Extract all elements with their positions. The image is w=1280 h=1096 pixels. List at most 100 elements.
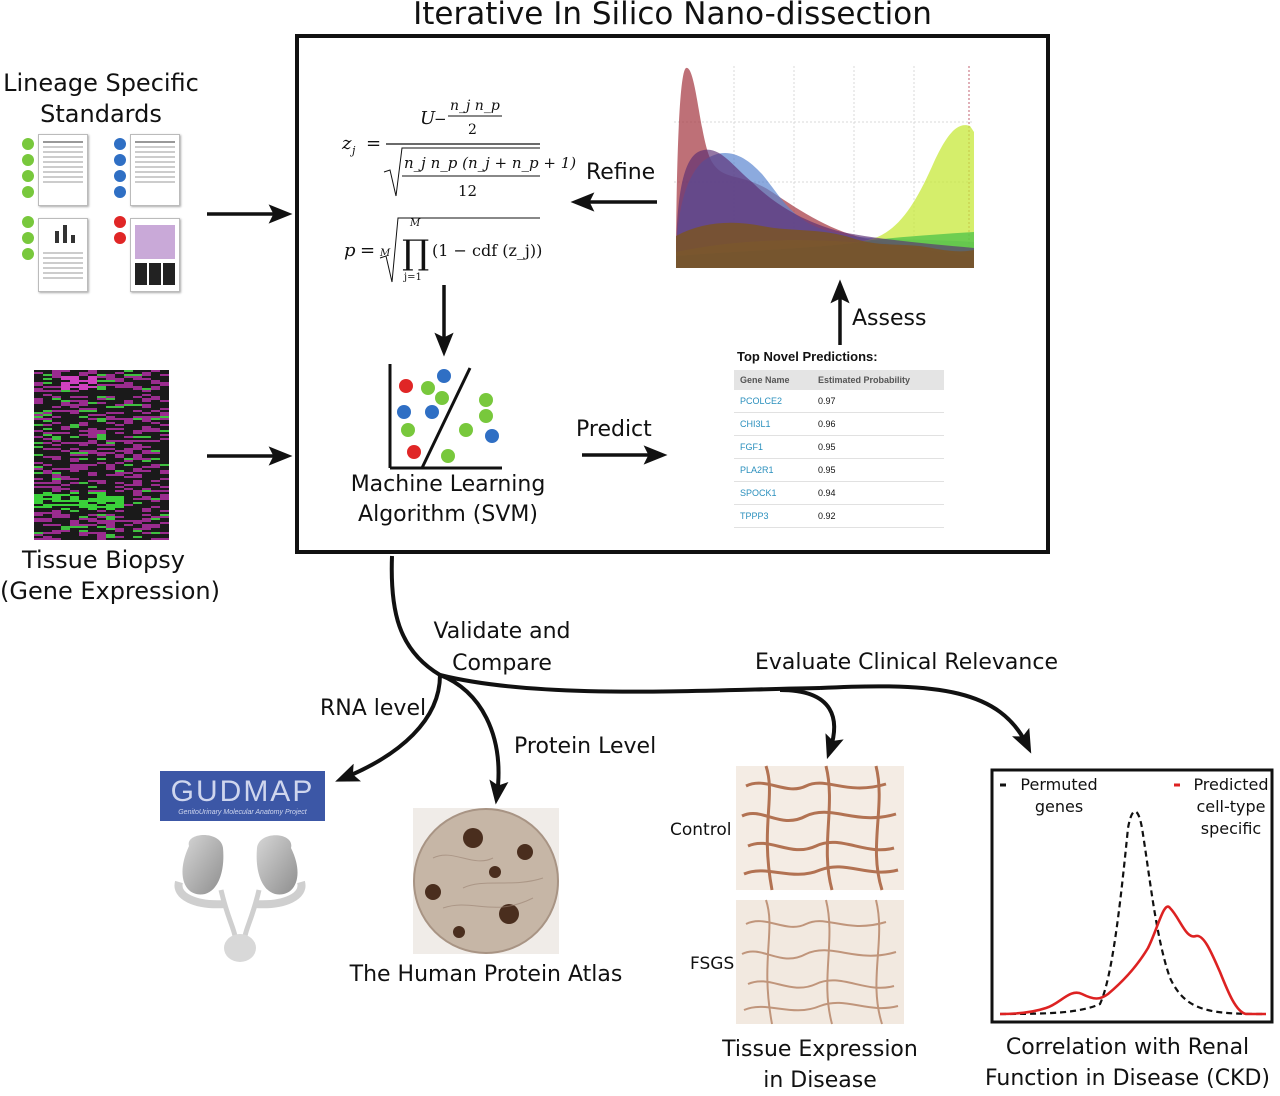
svm-point [479, 409, 493, 423]
p-prod-bottom: j=1 [403, 272, 422, 283]
gene-link[interactable]: CHI3L1 [734, 412, 813, 436]
svm-point [401, 423, 415, 437]
paper-thumbnail [38, 134, 88, 206]
p-product-symbol: ∏ [402, 233, 429, 273]
svm-point [425, 405, 439, 419]
z-lhs: z [341, 133, 352, 154]
eq-equals: = [366, 133, 381, 154]
green-dot [22, 138, 34, 150]
standards-papers [22, 132, 192, 292]
svm-point [397, 405, 411, 419]
ckd-branch [819, 684, 1032, 754]
blue-dot [114, 170, 126, 182]
red-dot [114, 216, 126, 228]
legend-predicted: Predicted cell-type specific [1193, 775, 1269, 838]
green-dot [22, 154, 34, 166]
trunk-curve [389, 555, 442, 677]
paper-thumbnail [130, 218, 180, 292]
biopsy-heatmap [34, 370, 169, 540]
svm-point [479, 393, 493, 407]
z-num-frac-bottom: 2 [468, 122, 477, 138]
clinical-trunk [439, 673, 821, 694]
probability-cell: 0.94 [812, 481, 944, 505]
tissue-branch [779, 688, 844, 760]
density-plot [674, 66, 974, 268]
protein-branch [439, 673, 509, 805]
paper-thumbnail [130, 134, 180, 206]
fsgs-histology [736, 899, 904, 1025]
svm-point [437, 369, 451, 383]
green-dot [22, 248, 34, 260]
p-root-index: M [379, 248, 391, 259]
svm-point [441, 449, 455, 463]
diagram-title: Iterative In Silico Nano-dissection [413, 0, 932, 32]
blue-dot [114, 138, 126, 150]
protein-label: Protein Level [514, 734, 657, 759]
predictions-heading: Top Novel Predictions: [737, 349, 878, 364]
z-sub: j [349, 144, 356, 157]
green-dot [22, 232, 34, 244]
svm-point [459, 423, 473, 437]
svm-point [485, 429, 499, 443]
svg-text:=: = [360, 240, 375, 261]
svm-point [407, 445, 421, 459]
probability-cell: 0.95 [812, 458, 944, 482]
paper-thumbnail [38, 218, 88, 292]
svm-scatter [388, 364, 502, 470]
control-label: Control [670, 820, 732, 840]
probability-cell: 0.95 [812, 435, 944, 459]
heatmap-graphic [34, 370, 169, 540]
p-lhs: p [344, 240, 356, 261]
density-brown [676, 222, 974, 268]
main-process-box [295, 34, 1050, 554]
predict-label: Predict [576, 417, 652, 442]
p-prod-top: M [409, 218, 421, 229]
ckd-plot [990, 768, 1274, 1024]
green-dot [22, 170, 34, 182]
probability-cell: 0.92 [812, 504, 944, 528]
gudmap-logo-text: GUDMAP [170, 775, 315, 808]
hpa-label: The Human Protein Atlas [349, 962, 623, 987]
svm-point [421, 381, 435, 395]
green-dot [22, 216, 34, 228]
rna-label: RNA level [320, 696, 427, 721]
tissue-expression-label: Tissue Expression in Disease [722, 1037, 918, 1093]
gudmap-logo: GUDMAP GenitoUrinary Molecular Anatomy P… [160, 771, 325, 821]
blue-dot [114, 186, 126, 198]
red-dot [114, 232, 126, 244]
refine-label: Refine [586, 160, 656, 185]
biopsy-label: Tissue Biopsy (Gene Expression) [0, 546, 220, 605]
p-body: (1 − cdf (z_j)) [432, 241, 542, 260]
gene-link[interactable]: TPPP3 [734, 504, 813, 528]
gene-link[interactable]: PCOLCE2 [734, 390, 813, 413]
density-yellow [676, 125, 974, 268]
gudmap-tagline: GenitoUrinary Molecular Anatomy Project [178, 809, 307, 816]
equations: z j = U − n_j n_p 2 n_j n_p (n_j + n_p +… [341, 98, 576, 283]
clinical-label: Evaluate Clinical Relevance [755, 650, 1058, 675]
svg-text:−: − [434, 110, 447, 128]
svm-label: Machine Learning Algorithm (SVM) [350, 472, 546, 527]
blue-dot [114, 154, 126, 166]
ckd-label: Correlation with Renal Function in Disea… [984, 1035, 1271, 1091]
legend-permuted: Permuted genes [1020, 775, 1098, 816]
gene-link[interactable]: FGF1 [734, 435, 813, 459]
gene-link[interactable]: PLA2R1 [734, 458, 813, 482]
permuted-curve [999, 810, 1267, 1016]
probability-cell: 0.97 [812, 390, 944, 413]
fsgs-label: FSGS [690, 954, 735, 974]
svm-point [399, 379, 413, 393]
control-histology [736, 765, 904, 891]
validate-label: Validate and Compare [433, 619, 571, 676]
standards-label: Lineage Specific Standards [3, 69, 199, 128]
column-header: Estimated Probability [812, 370, 944, 390]
gene-link[interactable]: SPOCK1 [734, 481, 813, 505]
hpa-tissue-core [413, 808, 559, 954]
